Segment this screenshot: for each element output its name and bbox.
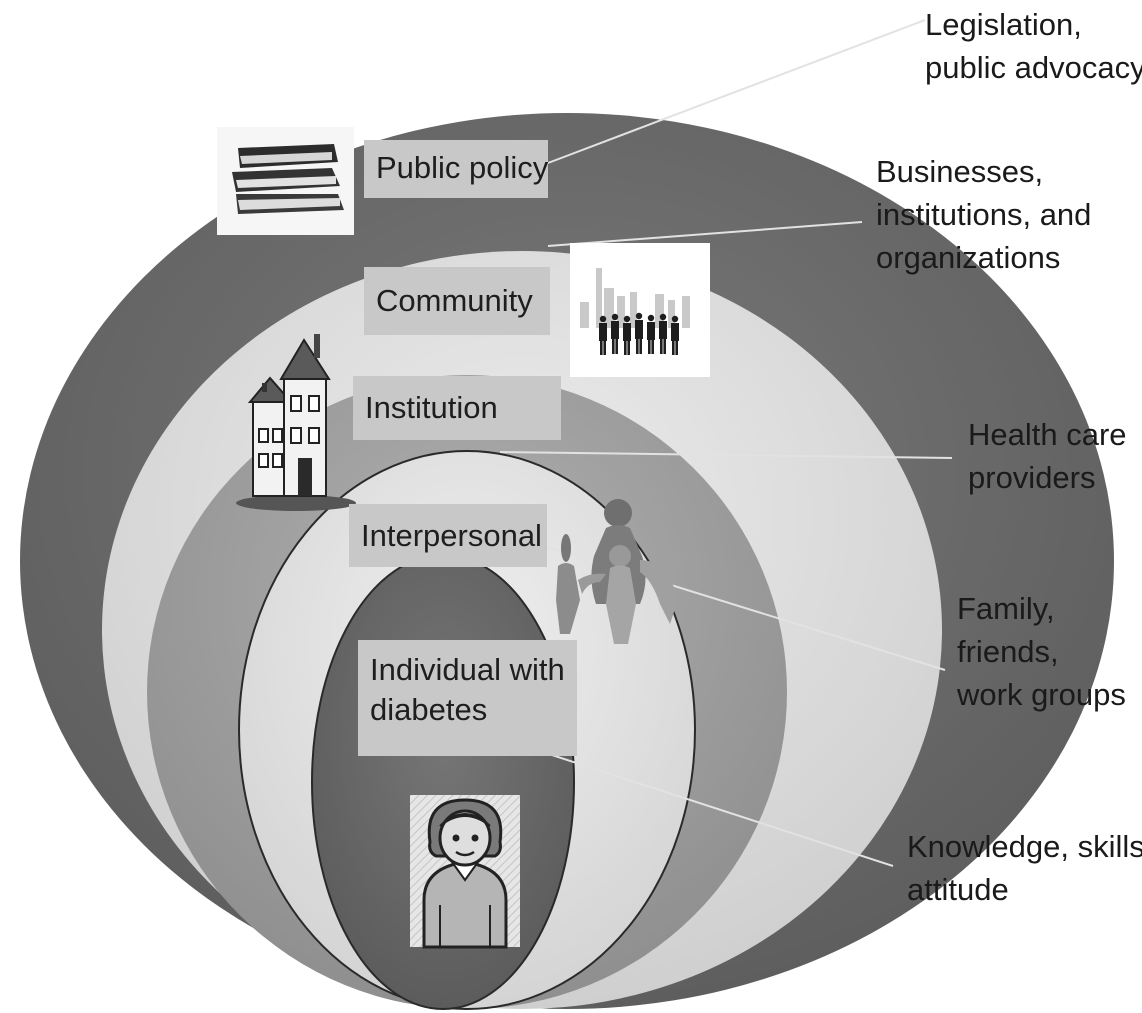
city-crowd-icon — [570, 243, 710, 377]
leader-lines — [474, 19, 953, 867]
books-icon — [217, 127, 354, 235]
influence-label-individual: Knowledge, skills , attitude — [907, 825, 1142, 911]
influence-community-line-1: Businesses, — [876, 154, 1044, 189]
influence-individual-line-2: attitude — [907, 872, 1009, 907]
buildings-icon — [236, 334, 356, 511]
leader-line-community — [547, 221, 863, 247]
influence-institution-line-1: Health care — [968, 417, 1127, 452]
influence-community-line-2: institutions, and — [876, 197, 1092, 232]
influence-label-interpersonal: Family, friends, work groups — [957, 587, 1126, 716]
level-label-individual-line-1: Individual with — [370, 652, 565, 687]
influence-interpersonal-line-1: Family, — [957, 591, 1055, 626]
influence-community-line-3: organizations — [876, 240, 1061, 275]
leader-line-interpersonal — [512, 535, 946, 671]
level-label-individual-line-2: diabetes — [370, 692, 488, 727]
influence-label-public-policy: Legislation, public advocacy — [925, 3, 1142, 89]
influence-institution-line-2: providers — [968, 460, 1096, 495]
level-label-interpersonal: Interpersonal — [349, 504, 547, 567]
influence-individual-line-1: Knowledge, skills , — [907, 829, 1142, 864]
influence-interpersonal-line-2: friends, — [957, 634, 1059, 669]
level-label-public-policy: Public policy — [364, 140, 548, 198]
influence-label-community: Businesses, institutions, and organizati… — [876, 150, 1091, 279]
influence-public-policy-line-2: public advocacy — [925, 50, 1142, 85]
level-label-individual: Individual with diabetes — [358, 640, 577, 756]
leader-line-institution — [499, 451, 953, 459]
woman-icon — [410, 795, 520, 949]
level-label-community: Community — [364, 267, 550, 335]
leader-line-public-policy — [547, 19, 926, 164]
influence-label-institution: Health care providers — [968, 413, 1127, 499]
influence-public-policy-line-1: Legislation, — [925, 7, 1082, 42]
level-label-institution: Institution — [353, 376, 561, 440]
influence-interpersonal-line-3: work groups — [957, 677, 1126, 712]
family-icon — [556, 499, 678, 644]
